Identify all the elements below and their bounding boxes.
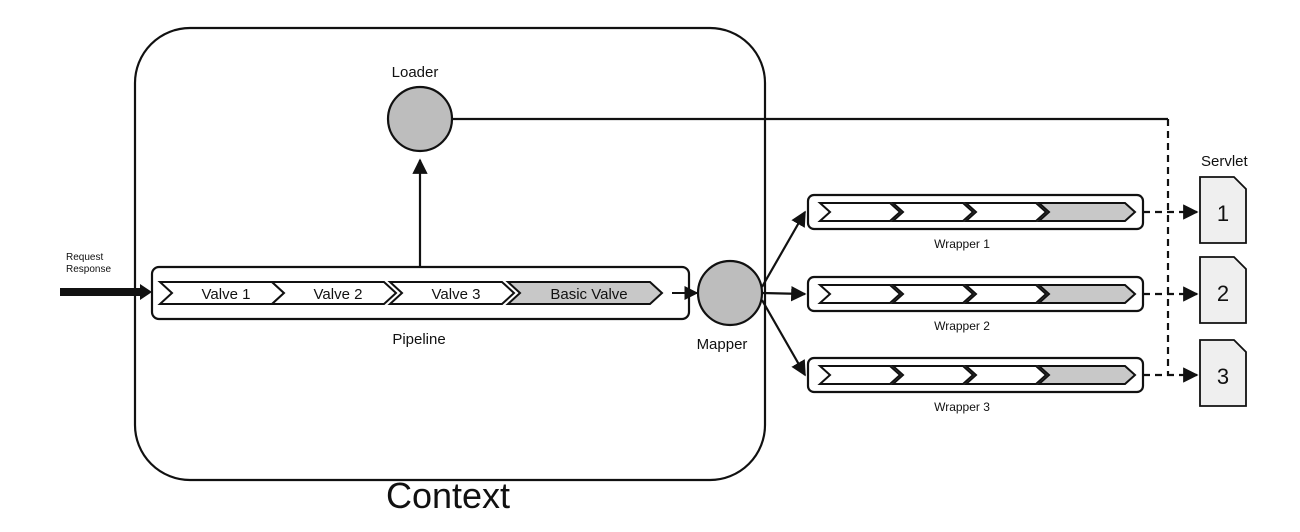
servlet-group: 1 2 3 (1199, 176, 1247, 407)
wrapper-1-label: Wrapper 1 (934, 237, 990, 251)
wrapper-group: Wrapper 1 Wrapper 2 Wrapper 3 (806, 193, 1199, 414)
wrapper-2-label: Wrapper 2 (934, 319, 990, 333)
mapper-to-wrapper-3-arrow (761, 299, 806, 377)
wrapper-valve (890, 284, 975, 304)
request-label: Request (66, 252, 103, 263)
valve-label: Basic Valve (550, 286, 627, 303)
wrapper-valve (817, 365, 902, 385)
servlet-2-label: 2 (1217, 281, 1229, 306)
servlet-2-doc (1199, 256, 1247, 324)
loader-label: Loader (392, 64, 439, 81)
servlet-header: Servlet (1201, 153, 1249, 170)
pipeline-label: Pipeline (392, 331, 445, 348)
servlet-1-doc (1199, 176, 1247, 244)
wrapper-valve (963, 365, 1048, 385)
servlet-1-label: 1 (1217, 201, 1229, 226)
mapper-to-wrapper-1-arrow (761, 210, 806, 288)
servlet-3-doc (1199, 339, 1247, 407)
wrapper-basic-valve (1036, 202, 1137, 222)
request-input-arrowhead (140, 284, 152, 300)
response-label: Response (66, 264, 111, 275)
context-label: Context (386, 475, 510, 516)
wrapper-valve (817, 284, 902, 304)
wrapper-valve (963, 202, 1048, 222)
mapper-node (696, 259, 764, 327)
mapper-label: Mapper (697, 336, 748, 353)
context-container (133, 26, 767, 482)
valve-label: Valve 1 (202, 286, 251, 303)
valve-chain: Valve 1 Valve 2 Valve 3 Basic Valve (157, 281, 664, 305)
valve-label: Valve 3 (432, 286, 481, 303)
wrapper-basic-valve (1036, 284, 1137, 304)
wrapper-valve (890, 365, 975, 385)
basic-valve (505, 281, 664, 305)
loader-node (386, 85, 454, 153)
wrapper-3-label: Wrapper 3 (934, 400, 990, 414)
valve-label: Valve 2 (314, 286, 363, 303)
wrapper-valve (817, 202, 902, 222)
wrapper-valve (963, 284, 1048, 304)
valve-3 (387, 281, 516, 305)
valve-2 (269, 281, 398, 305)
servlet-3-label: 3 (1217, 364, 1229, 389)
mapper-to-wrapper-2-arrow (761, 285, 807, 302)
wrapper-basic-valve (1036, 365, 1137, 385)
wrapper-valve (890, 202, 975, 222)
